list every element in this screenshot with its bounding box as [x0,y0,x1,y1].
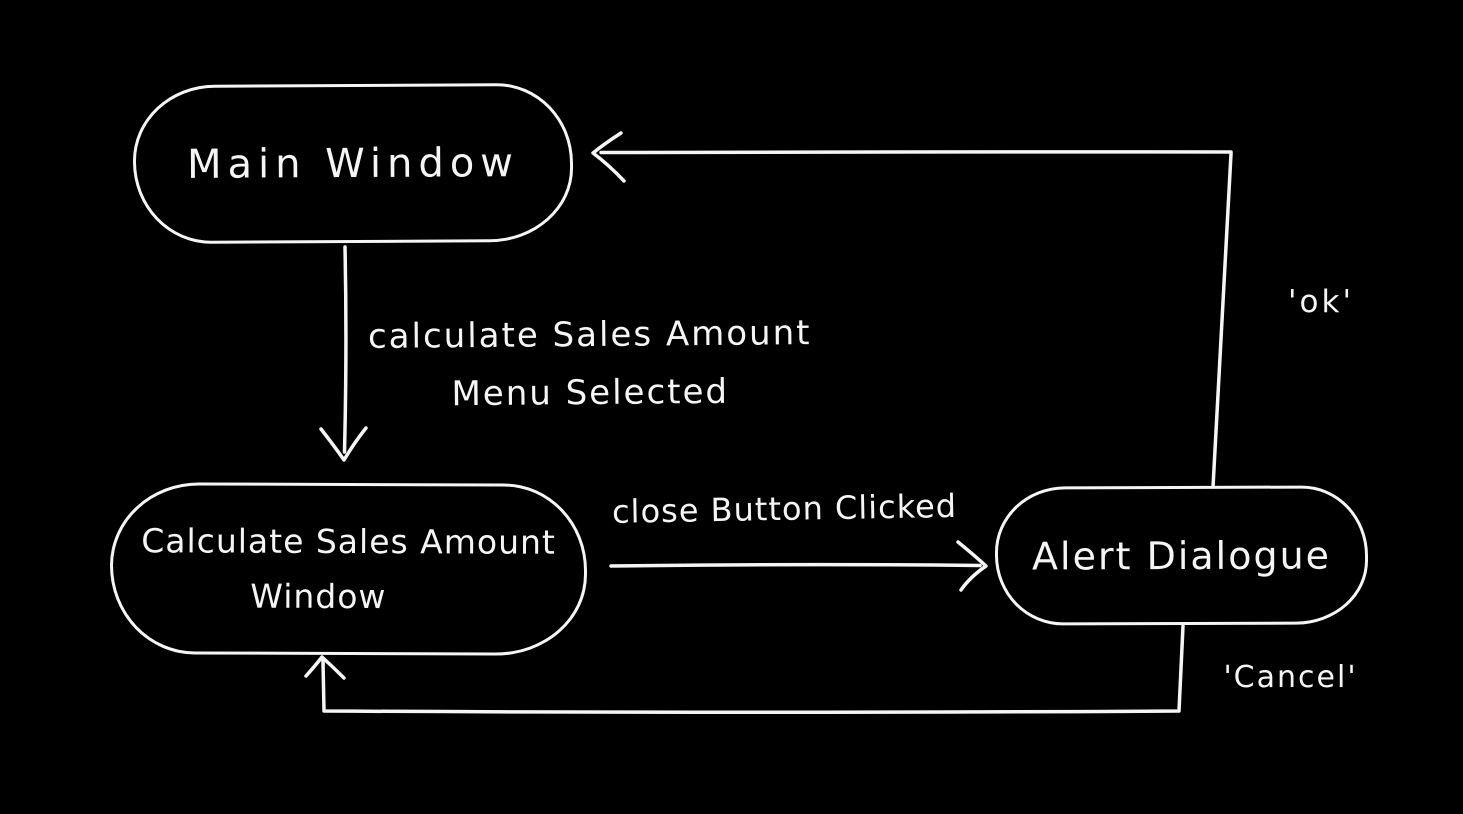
edge-label-menu-selected: calculate Sales Amount Menu Selected [360,304,821,424]
edge-label-close-clicked: close Button Clicked [611,486,958,531]
node-alert-dialogue: Alert Dialogue [994,485,1369,626]
edge-ok-arrow [591,131,1233,489]
node-calc-label-line2: Window [250,576,387,617]
edge-cancel-arrow [304,624,1185,714]
node-calculate-sales-amount-window: Calculate Sales Amount Window [109,482,588,656]
edge-label-ok: 'ok' [1288,284,1354,320]
edge-label-menu-selected-line2: Menu Selected [451,371,730,415]
edge-label-cancel: 'Cancel' [1223,660,1358,695]
node-main-window: Main Window [132,82,574,245]
edge-menu-selected-arrow [319,245,368,462]
edge-label-menu-selected-line1: calculate Sales Amount [367,313,812,357]
node-main-window-label: Main Window [186,139,520,188]
node-alert-dialogue-label: Alert Dialogue [1031,532,1332,579]
edge-close-clicked-arrow [609,540,988,592]
node-calc-label-line1: Calculate Sales Amount [141,521,556,562]
